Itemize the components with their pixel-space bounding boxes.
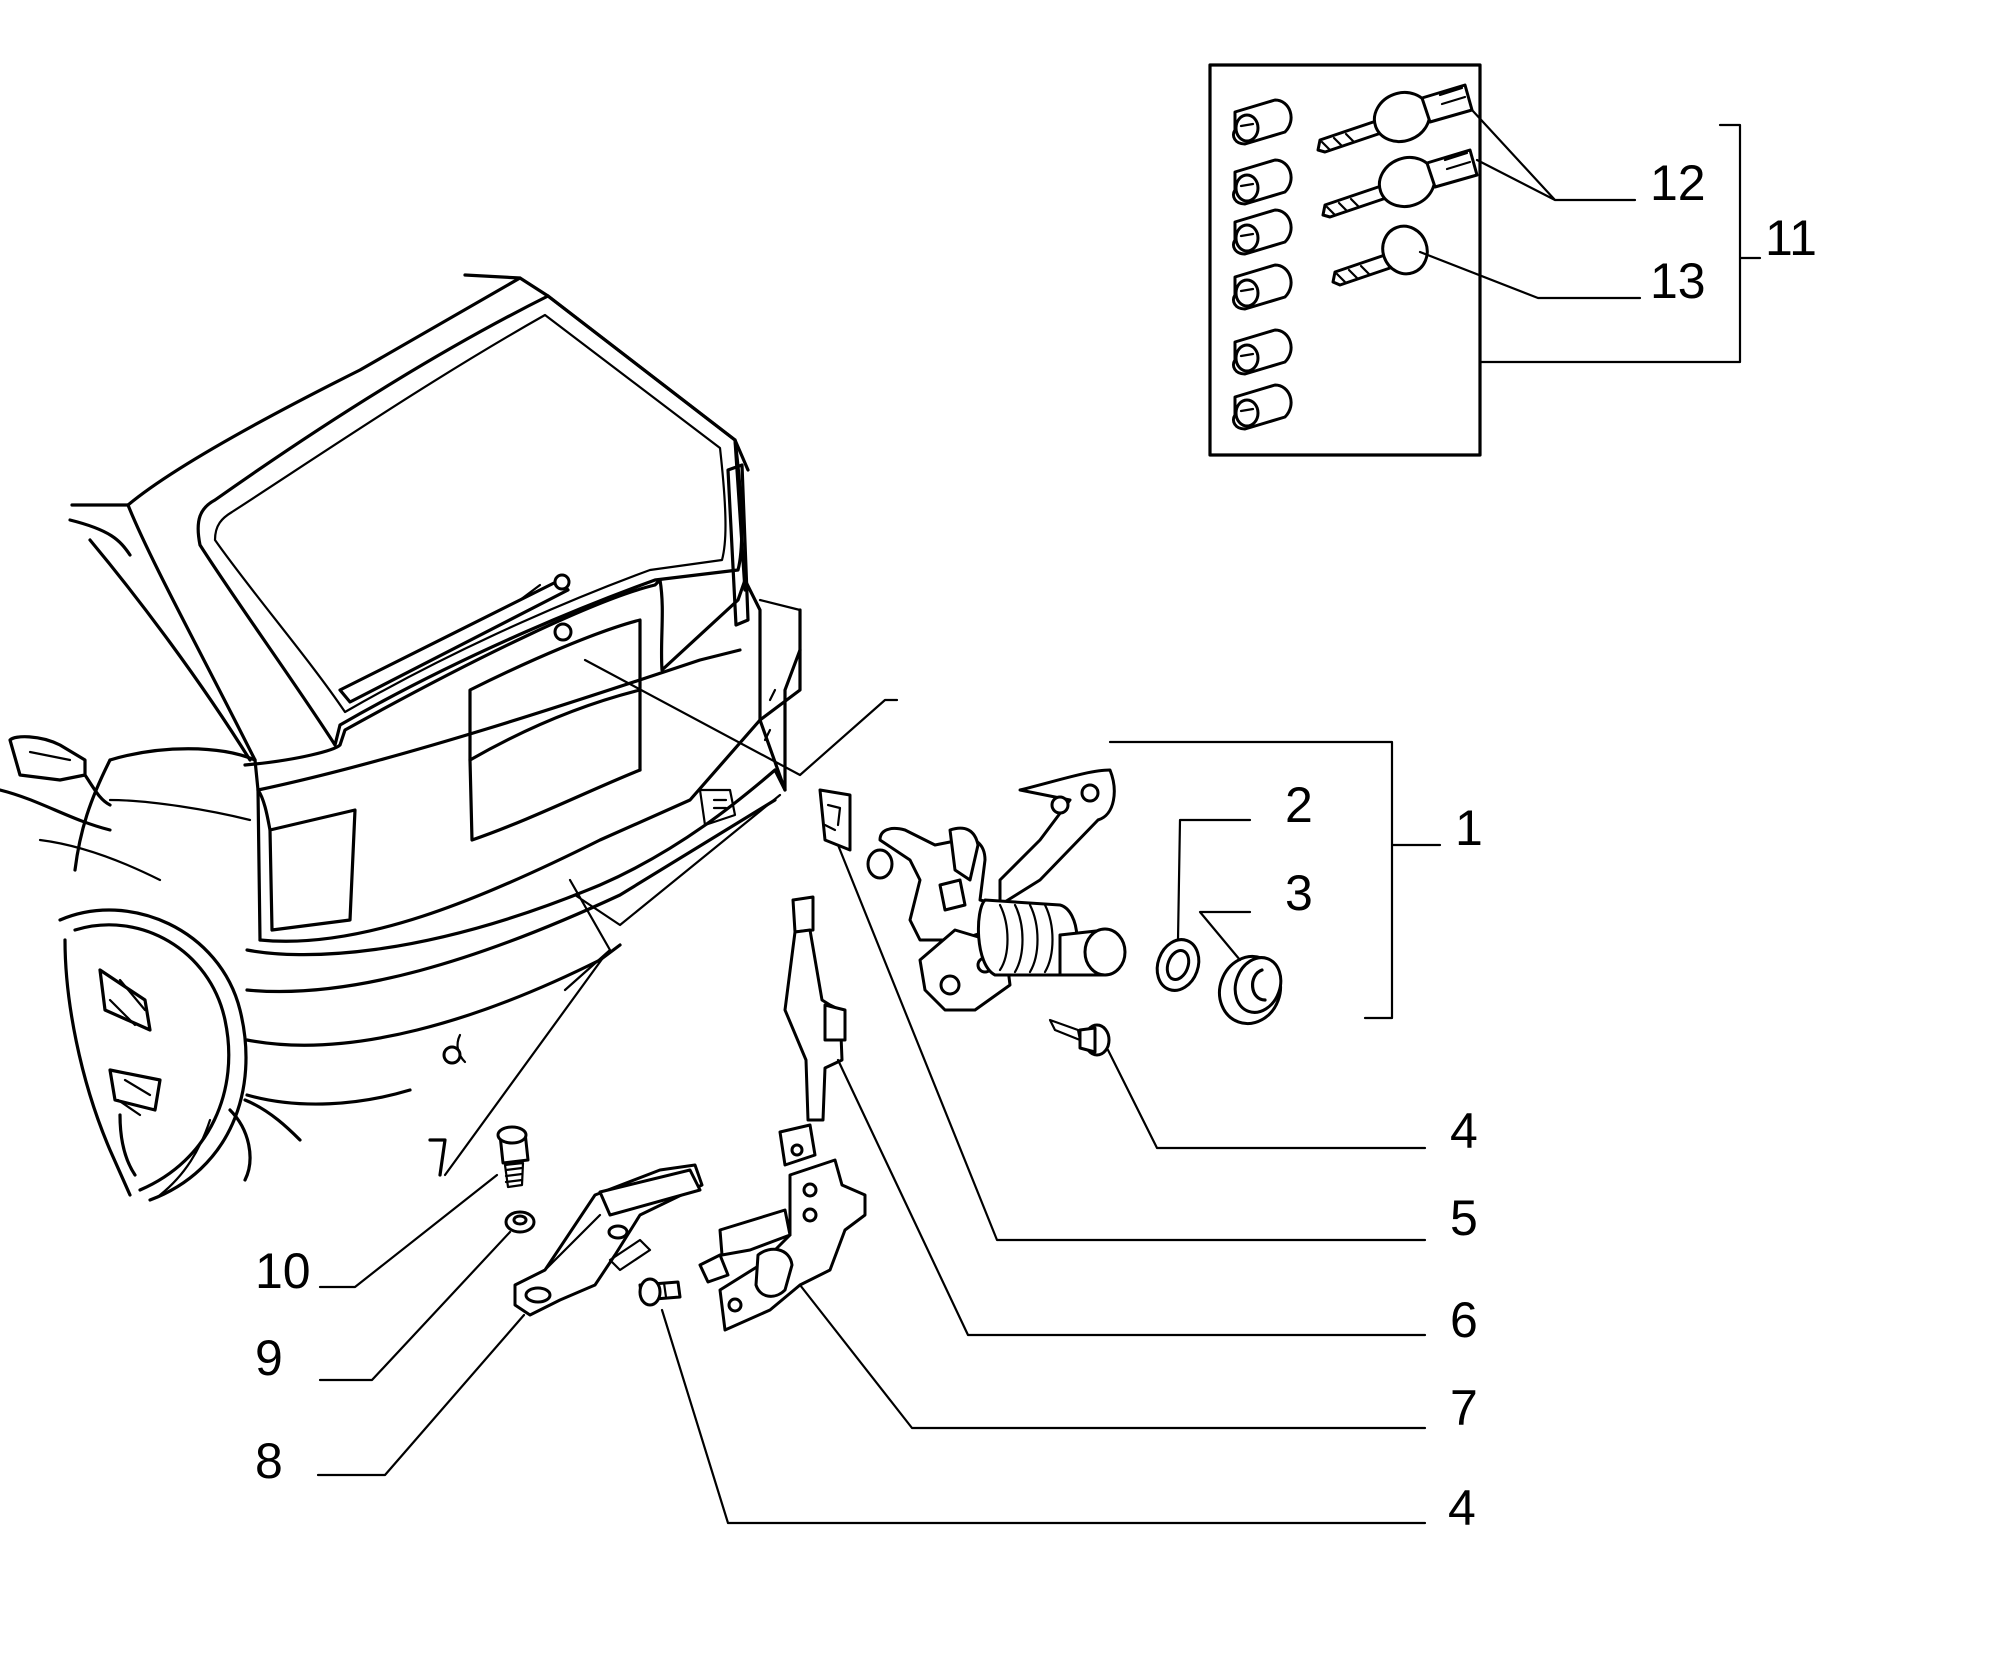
retaining-clip bbox=[818, 788, 852, 852]
callout-10: 10 bbox=[255, 1243, 311, 1299]
callout-11: 11 bbox=[1765, 210, 1817, 266]
leader-12 bbox=[1470, 108, 1637, 202]
leader-6 bbox=[836, 1058, 1427, 1337]
leader-3 bbox=[1198, 910, 1252, 962]
bolt bbox=[496, 1125, 530, 1189]
master-keys-icon bbox=[1316, 83, 1479, 219]
callout-4-upper: 4 bbox=[1450, 1103, 1478, 1159]
leader-10 bbox=[318, 1173, 499, 1289]
callout-8: 8 bbox=[255, 1433, 283, 1489]
callout-3: 3 bbox=[1285, 865, 1313, 921]
washer bbox=[504, 1210, 536, 1234]
leader-4-lower bbox=[660, 1308, 1427, 1525]
callout-7: 7 bbox=[1450, 1380, 1478, 1436]
tailgate-lock-assembly bbox=[866, 768, 1127, 1012]
leader-13 bbox=[1418, 250, 1642, 300]
leader-5 bbox=[836, 843, 1427, 1242]
screw-lower bbox=[638, 1277, 682, 1307]
key-icon bbox=[1331, 224, 1429, 287]
key-set-box bbox=[1208, 63, 1482, 457]
callout-labels: 1 2 3 4 5 6 7 4 8 9 10 11 12 13 bbox=[255, 155, 1817, 1536]
latch-bracket bbox=[698, 1158, 867, 1332]
callout-13: 13 bbox=[1650, 253, 1706, 309]
detail-leader-lower bbox=[443, 793, 782, 1177]
callout-1: 1 bbox=[1455, 800, 1483, 856]
leader-8 bbox=[316, 1313, 526, 1477]
lock-cylinders bbox=[1231, 98, 1293, 431]
bracket-1 bbox=[1108, 740, 1442, 1020]
callout-9: 9 bbox=[255, 1330, 283, 1386]
leader-4-upper bbox=[1106, 1048, 1427, 1150]
callout-2: 2 bbox=[1285, 777, 1313, 833]
callout-4-lower: 4 bbox=[1448, 1480, 1476, 1536]
leader-7 bbox=[798, 1283, 1427, 1430]
lock-cap bbox=[1218, 954, 1283, 1026]
car-rear-drawing bbox=[0, 273, 802, 1202]
callout-5: 5 bbox=[1450, 1190, 1478, 1246]
screw-upper bbox=[1048, 1018, 1111, 1057]
bracket-11 bbox=[1478, 123, 1762, 364]
detail-leader-upper bbox=[583, 658, 899, 777]
callout-12: 12 bbox=[1650, 155, 1706, 211]
linkage-rod bbox=[778, 895, 847, 1167]
callout-6: 6 bbox=[1450, 1292, 1478, 1348]
leader-2 bbox=[1176, 818, 1252, 942]
gasket-ring bbox=[1155, 938, 1201, 992]
leader-9 bbox=[318, 1230, 512, 1382]
latch-base-plate bbox=[513, 1163, 704, 1317]
